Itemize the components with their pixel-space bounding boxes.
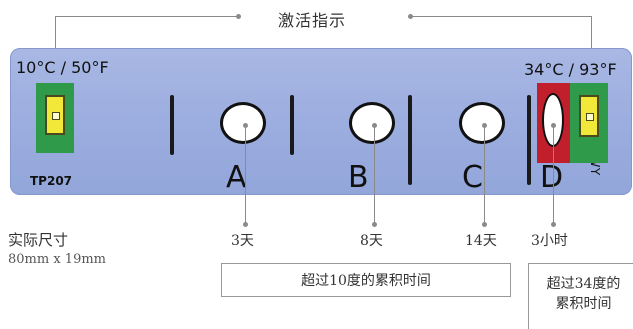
actual-size-dimensions: 80mm x 19mm (8, 252, 106, 267)
callout-dot-d-top (551, 123, 556, 128)
window-d-letter: D (540, 160, 564, 195)
divider-1 (170, 95, 174, 155)
callout-line-b (374, 125, 375, 225)
activation-indicator-label: 激活指示 (278, 11, 347, 30)
callout-line-d (553, 125, 554, 225)
legend-above-10c-text: 超过10度的累积时间 (301, 273, 431, 289)
sensor-34c-green (570, 83, 608, 163)
sensor-10c (36, 83, 74, 153)
sensor-34c-chip (579, 95, 599, 137)
window-a (220, 102, 266, 144)
window-b (349, 102, 395, 144)
duration-c: 14天 (465, 233, 497, 249)
model-number: TP207 (30, 174, 73, 188)
legend-above-34c-line1: 超过34度的 (546, 276, 621, 292)
callout-dot-c-bottom (482, 222, 487, 227)
callout-dot-b-bottom (372, 222, 377, 227)
callout-line-c (484, 125, 485, 225)
legend-above-34c: 超过34度的 累积时间 (528, 263, 633, 329)
sensor-10c-chip (45, 95, 65, 135)
callout-dot-d-bottom (551, 222, 556, 227)
duration-b: 8天 (360, 233, 383, 249)
legend-above-10c: 超过10度的累积时间 (221, 263, 511, 297)
temp-threshold-high: 34°C / 93°F (524, 60, 617, 79)
actual-size-label: 实际尺寸 (8, 231, 69, 249)
window-c-letter: C (462, 160, 483, 195)
callout-dot-a-bottom (243, 222, 248, 227)
callout-line-a (245, 125, 246, 225)
callout-dot-c-top (482, 123, 487, 128)
window-b-letter: B (348, 160, 369, 195)
divider-4 (527, 95, 531, 185)
window-a-letter: A (226, 160, 247, 195)
divider-3 (408, 95, 412, 185)
divider-2 (290, 95, 294, 155)
callout-dot-b-top (372, 123, 377, 128)
duration-d: 3小时 (531, 233, 568, 249)
legend-above-34c-line2: 累积时间 (555, 296, 612, 312)
callout-dot-a-top (243, 123, 248, 128)
duration-a: 3天 (231, 233, 254, 249)
temp-threshold-low: 10°C / 50°F (16, 58, 109, 77)
